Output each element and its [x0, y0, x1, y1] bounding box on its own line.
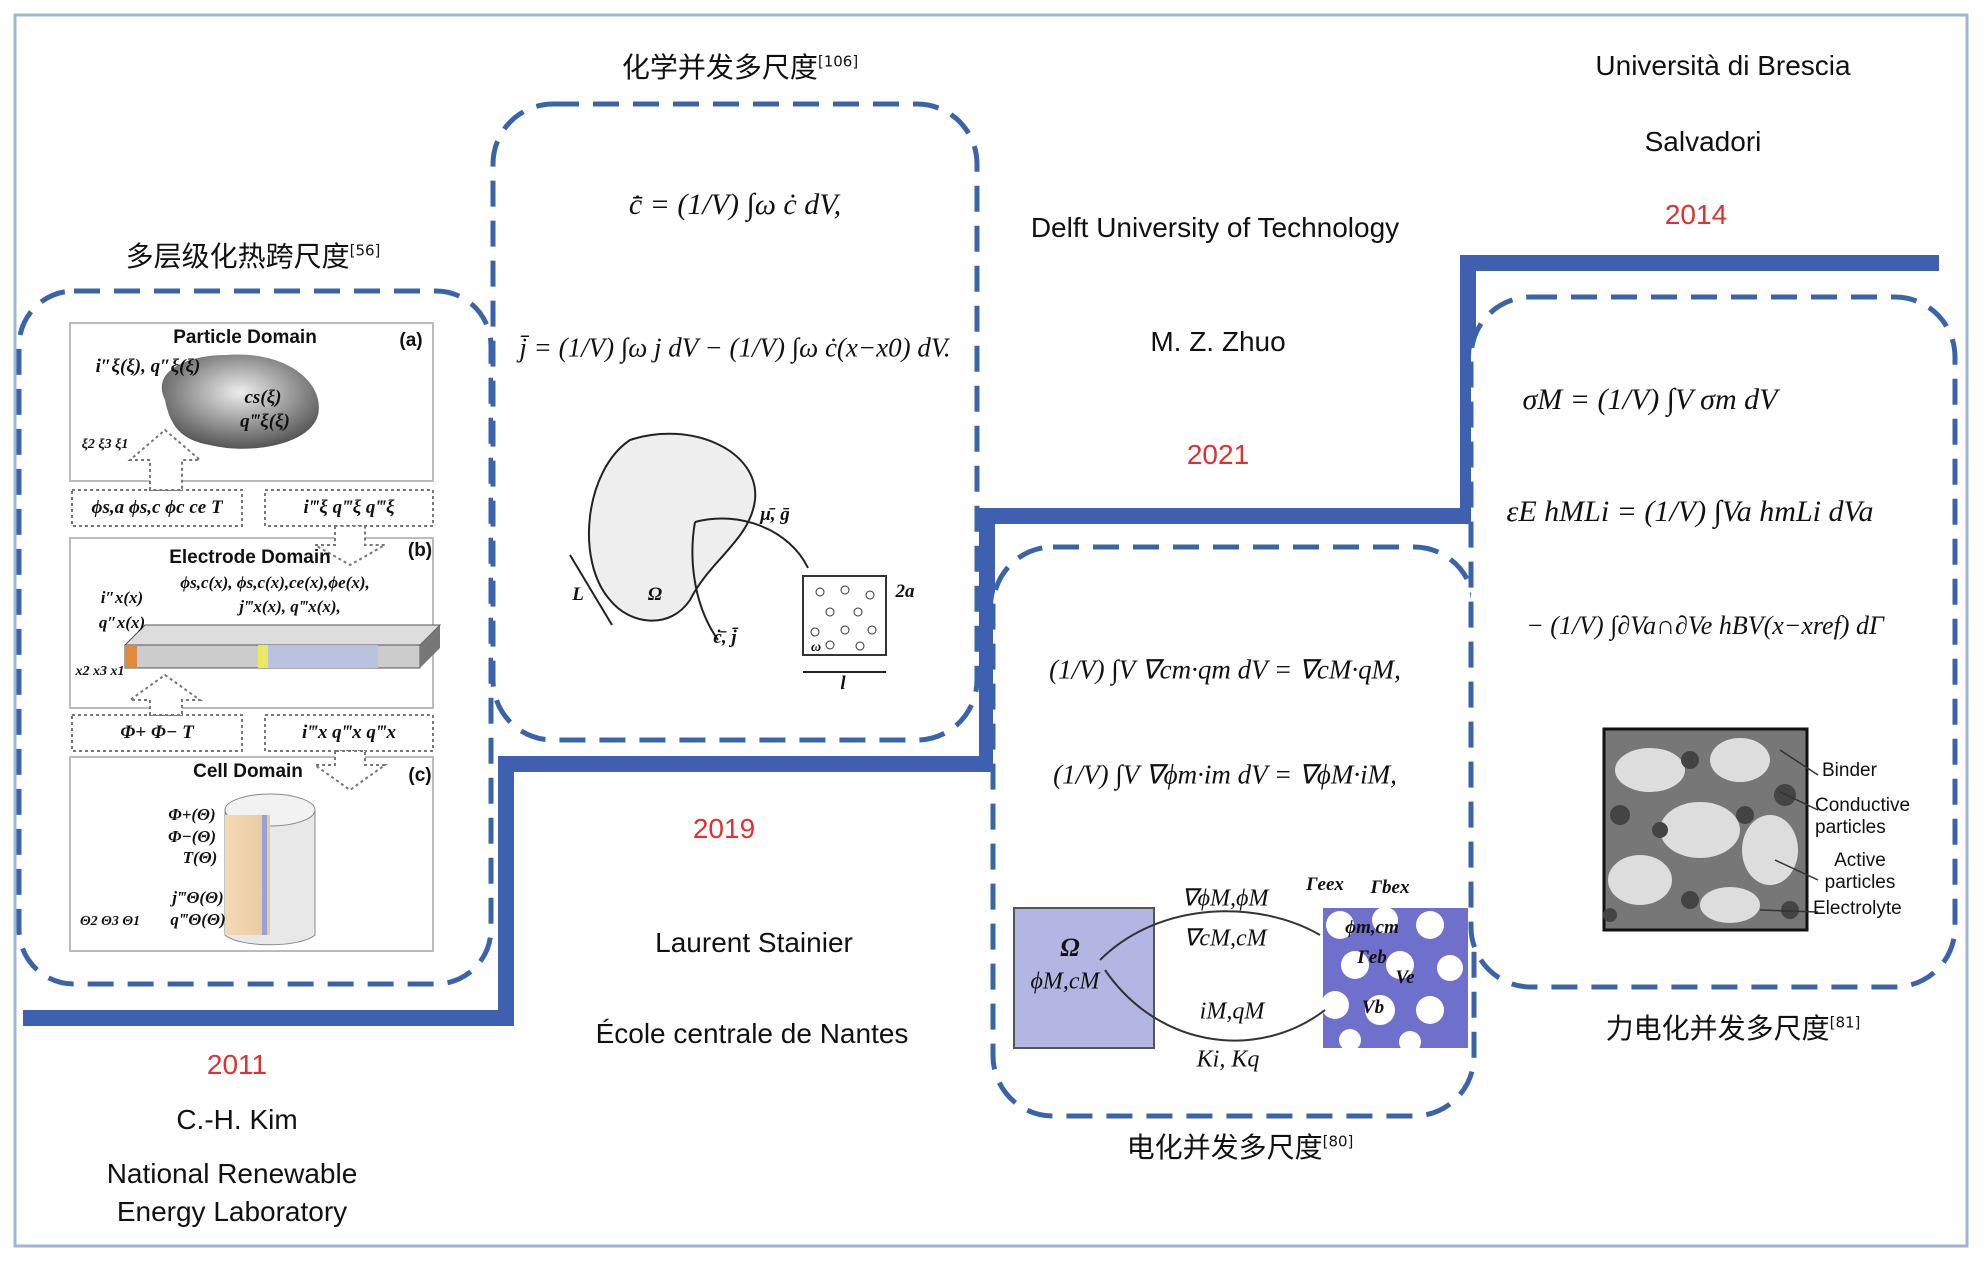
- year-2021: 2021: [1186, 439, 1250, 470]
- particle-axes: ξ2 ξ3 ξ1: [81, 437, 129, 452]
- chem-omega-micro: ω: [810, 640, 822, 655]
- elec-Vb: Vb: [1361, 997, 1385, 1018]
- particle-var-cs: cs(ξ): [244, 387, 282, 408]
- cell-domain-label: Cell Domain: [193, 761, 303, 782]
- label-c: (c): [408, 765, 432, 786]
- elec-flux: iM,qM: [1199, 998, 1265, 1025]
- particle-var-q: q‴ξ(ξ): [240, 411, 290, 432]
- coupling-vars-down-2: Φ+ Φ− T: [120, 722, 194, 743]
- elec-gamma-eex: Γeex: [1306, 874, 1344, 895]
- label-active-particles: Active particles: [1824, 850, 1896, 893]
- mech-equation-3: − (1/V) ∫∂Va∩∂Ve hBV(x−xref) dΓ: [1526, 611, 1884, 640]
- institution-nrel-line2: Energy Laboratory: [116, 1196, 348, 1227]
- elec-equation-2: (1/V) ∫V ∇ϕm·im dV = ∇ϕM·iM,: [1053, 759, 1397, 790]
- elec-macro-vars: ϕM,cM: [1030, 968, 1100, 995]
- elec-gamma-eb: Γeb: [1357, 947, 1387, 968]
- particle-flux: i″ξ(ξ), q″ξ(ξ): [95, 356, 201, 377]
- electrode-domain-label: Electrode Domain: [169, 547, 331, 568]
- institution-nrel-line1: National Renewable: [106, 1158, 358, 1189]
- coupling-vars-up-1: i‴ξ q‴ξ q‴ξ: [303, 497, 395, 518]
- elec-micro-vars: ϕm,cm: [1345, 917, 1399, 938]
- cell-var-q: q‴Θ(Θ): [170, 910, 226, 929]
- chem-mu-g: μ̄, ḡ: [760, 504, 790, 525]
- electrode-axes: x2 x3 x1: [75, 664, 125, 679]
- mech-equation-2: εE hMLi = (1/V) ∫Va hmLi dVa: [1506, 495, 1874, 528]
- researcher-stainier: Laurent Stainier: [655, 927, 853, 958]
- chem-equation-1: c̄̇ = (1/V) ∫ω ċ dV,: [628, 188, 842, 221]
- cell-cylinder: [224, 793, 316, 946]
- elec-grad-c: ∇cM,cM: [1183, 925, 1267, 952]
- electrode-flux-q: q″x(x): [98, 613, 146, 632]
- coupling-vars-up-2: i‴x q‴x q‴x: [302, 722, 396, 743]
- elec-Ve: Ve: [1395, 967, 1415, 988]
- electrode-vars-1: ϕs,c(x), ϕs,c(x),ce(x),ϕe(x),: [180, 573, 370, 592]
- elec-grad-phi: ∇ϕM,ϕM: [1181, 885, 1269, 912]
- researcher-kim: C.-H. Kim: [176, 1104, 298, 1135]
- cell-var-j: j‴Θ(Θ): [172, 888, 224, 907]
- chem-c-j: ċ̄, j̄: [713, 627, 737, 648]
- chem-omega-macro: Ω: [647, 584, 663, 605]
- cell-var-t: T(Θ): [182, 848, 218, 867]
- year-2011: 2011: [206, 1049, 268, 1080]
- elec-omega: Ω: [1060, 933, 1080, 962]
- mech-equation-1: σM = (1/V) ∫V σm dV: [1522, 383, 1778, 416]
- label-a: (a): [399, 330, 423, 351]
- label-b: (b): [407, 540, 433, 561]
- outer-border: [13, 13, 1969, 1248]
- macro-domain-square: [1013, 907, 1155, 1049]
- coupling-vars-down-1: ϕs,a ϕs,c ϕc ce T: [91, 497, 223, 518]
- cell-var-phi-minus: Φ−(Θ): [167, 827, 217, 846]
- electrode-slab: [123, 624, 442, 669]
- label-binder: Binder: [1822, 760, 1877, 781]
- electrode-vars-2: j‴x(x), q‴x(x),: [239, 597, 341, 616]
- thermal-panel-title: 多层级化热跨尺度[56]: [125, 240, 381, 273]
- chem-equation-2: j̄ = (1/V) ∫ω j dV − (1/V) ∫ω ċ(x−x0) dV…: [519, 332, 951, 363]
- year-2014: 2014: [1664, 199, 1728, 230]
- chem-l: l: [840, 673, 846, 694]
- cell-axes: Θ2 Θ3 Θ1: [79, 914, 141, 929]
- elec-K: Ki, Kq: [1196, 1046, 1260, 1073]
- rve-blob: [587, 432, 757, 622]
- chemical-panel-title: 化学并发多尺度[106]: [621, 51, 859, 84]
- elec-equation-1: (1/V) ∫V ∇cm·qm dV = ∇cM·qM,: [1049, 654, 1401, 685]
- researcher-salvadori: Salvadori: [1644, 126, 1762, 157]
- electrode-domain-box: [69, 537, 434, 709]
- year-2019: 2019: [692, 813, 756, 844]
- institution-delft: Delft University of Technology: [1030, 212, 1400, 243]
- panel-mechanical-border: [1468, 294, 1958, 990]
- elec-gamma-bex: Γbex: [1370, 877, 1410, 898]
- cell-var-phi-plus: Φ+(Θ): [168, 805, 216, 824]
- particle-shape: [161, 354, 319, 449]
- researcher-zhuo: M. Z. Zhuo: [1150, 326, 1286, 357]
- institution-nantes: École centrale de Nantes: [595, 1018, 909, 1049]
- institution-brescia: Università di Brescia: [1595, 50, 1851, 81]
- electrochemical-panel-title: 电化并发多尺度[80]: [1126, 1131, 1354, 1164]
- mechanical-panel-title: 力电化并发多尺度[81]: [1605, 1012, 1861, 1045]
- particle-domain-label: Particle Domain: [173, 327, 317, 348]
- chem-L: L: [572, 584, 584, 605]
- label-conductive-particles: Conductive particles: [1815, 795, 1911, 838]
- chem-2a: 2a: [895, 581, 915, 602]
- electrode-flux-i: i″x(x): [100, 588, 144, 607]
- label-electrolyte: Electrolyte: [1813, 898, 1902, 919]
- timeline-staircase: [23, 255, 1939, 1026]
